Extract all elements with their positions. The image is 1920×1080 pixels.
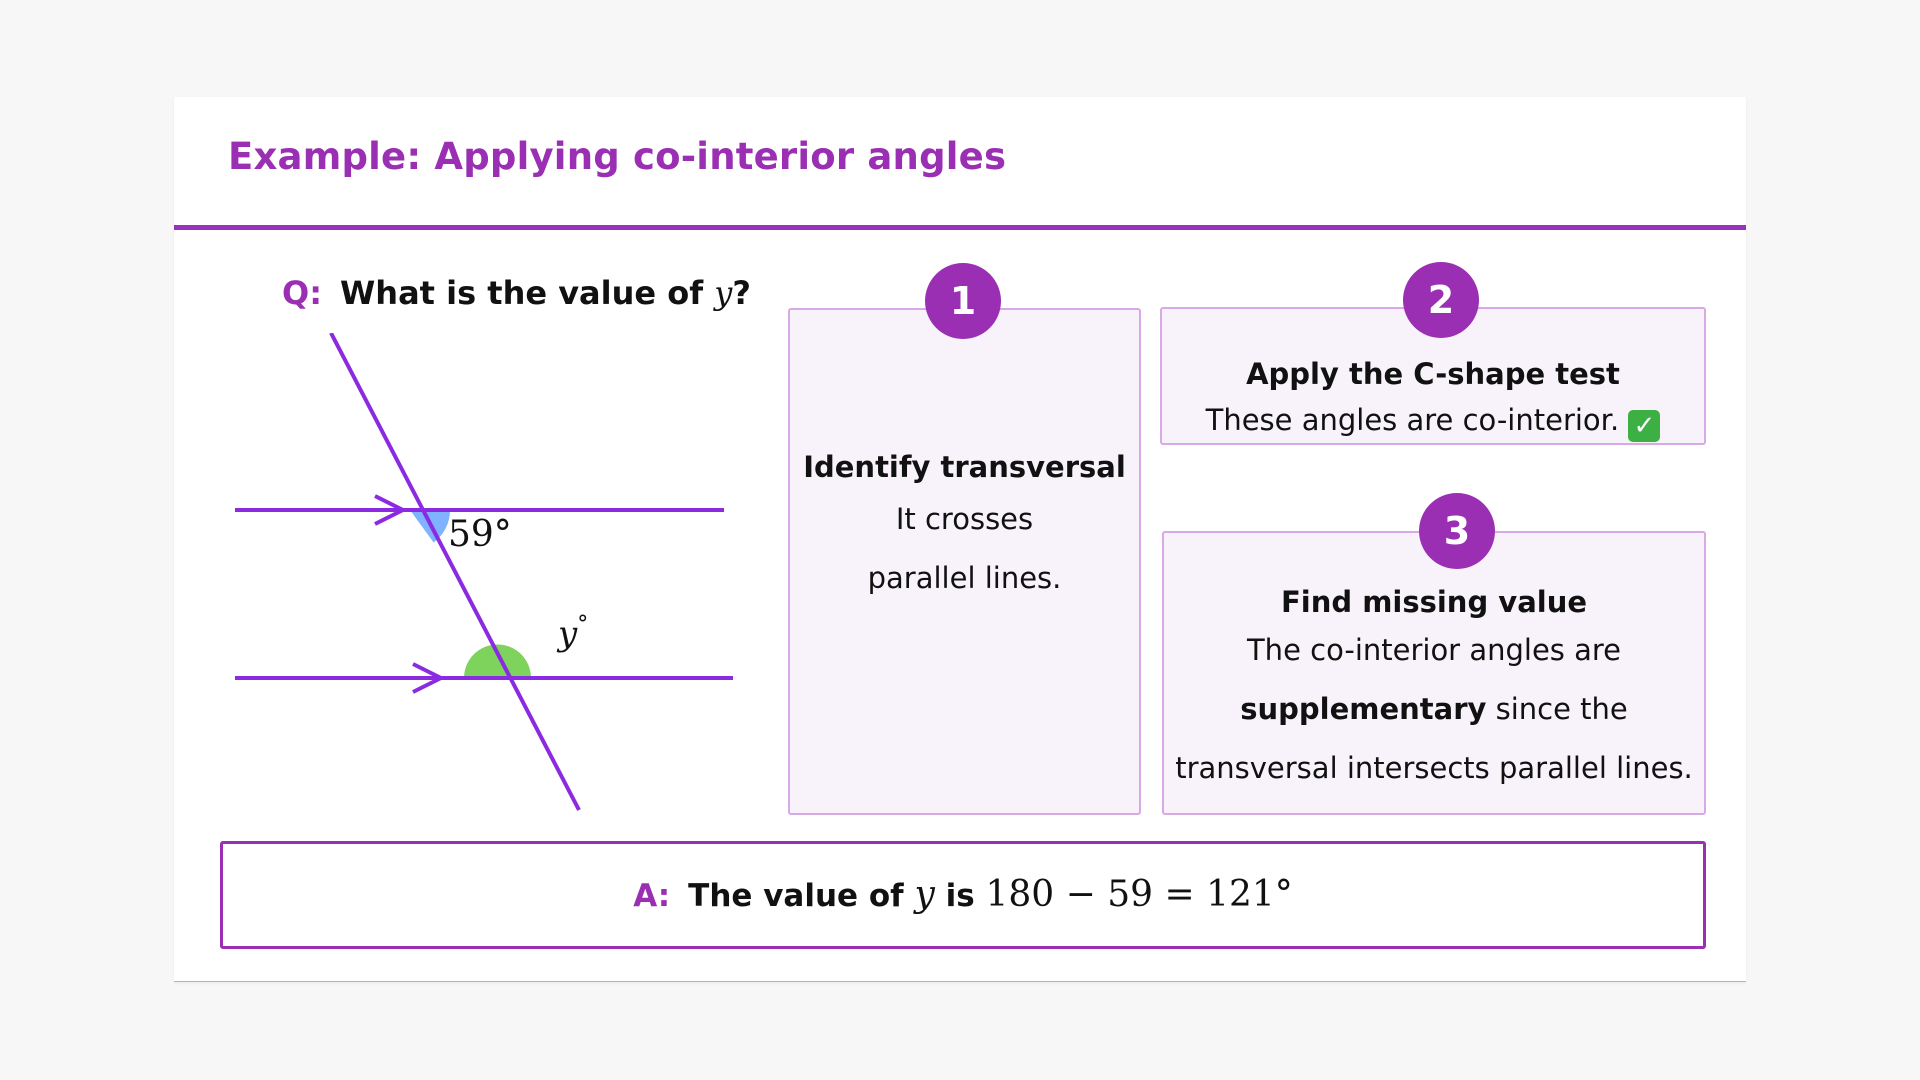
question: Q: What is the value of y? xyxy=(282,274,751,312)
slide: Example: Applying co-interior angles Q: W… xyxy=(174,97,1746,982)
parallel-arrow-lower-icon xyxy=(412,662,443,694)
answer-variable: y xyxy=(914,874,935,915)
step-1-card: Identify transversal It crosses parallel… xyxy=(788,308,1141,815)
step-1-line-2: parallel lines. xyxy=(867,561,1062,595)
angle-y-label: y° xyxy=(556,612,588,654)
step-1-line-1: It crosses xyxy=(895,502,1034,536)
answer-label: A: xyxy=(633,878,671,914)
step-2-title: Apply the C-shape test xyxy=(1246,357,1620,391)
step-3-line-3: transversal intersects parallel lines. xyxy=(1175,751,1693,785)
step-2-text-row: These angles are co-interior. ✓ xyxy=(1162,391,1704,450)
angle-59-label: 59° xyxy=(448,514,512,555)
step-3-title: Find missing value xyxy=(1280,585,1588,619)
question-label: Q: xyxy=(282,274,322,312)
angle-y-degree: ° xyxy=(577,612,588,637)
angle-y-sector xyxy=(464,644,531,678)
question-mark: ? xyxy=(732,274,751,312)
answer-is: is xyxy=(945,878,975,914)
step-2-badge: 2 xyxy=(1403,262,1479,338)
step-1-badge: 1 xyxy=(925,263,1001,339)
step-3-keyword: supplementary xyxy=(1240,692,1487,726)
parallel-lines-diagram: 59° y° xyxy=(235,333,733,811)
transversal-line xyxy=(329,333,581,811)
step-3-badge: 3 xyxy=(1419,493,1495,569)
title-divider xyxy=(174,225,1746,230)
answer-expression: 180 − 59 = 121° xyxy=(985,874,1293,915)
step-3-line-1: The co-interior angles are xyxy=(1246,633,1622,667)
step-1-title: Identify transversal xyxy=(803,450,1126,484)
parallel-arrow-upper-icon xyxy=(374,494,405,526)
step-3-card: Find missing value The co-interior angle… xyxy=(1162,531,1706,815)
answer-text: The value of xyxy=(688,878,904,914)
question-variable: y xyxy=(714,274,733,312)
page-title: Example: Applying co-interior angles xyxy=(228,135,1007,178)
step-2-text: These angles are co-interior. xyxy=(1205,403,1620,437)
step-3-line-2-rest: since the xyxy=(1486,692,1628,726)
check-mark-icon: ✓ xyxy=(1628,410,1661,442)
question-text: What is the value of xyxy=(340,274,704,312)
step-3-line-2: supplementary since the xyxy=(1164,680,1704,739)
answer-box: A: The value of y is 180 − 59 = 121° xyxy=(220,841,1706,949)
angle-y-variable: y xyxy=(556,614,578,654)
